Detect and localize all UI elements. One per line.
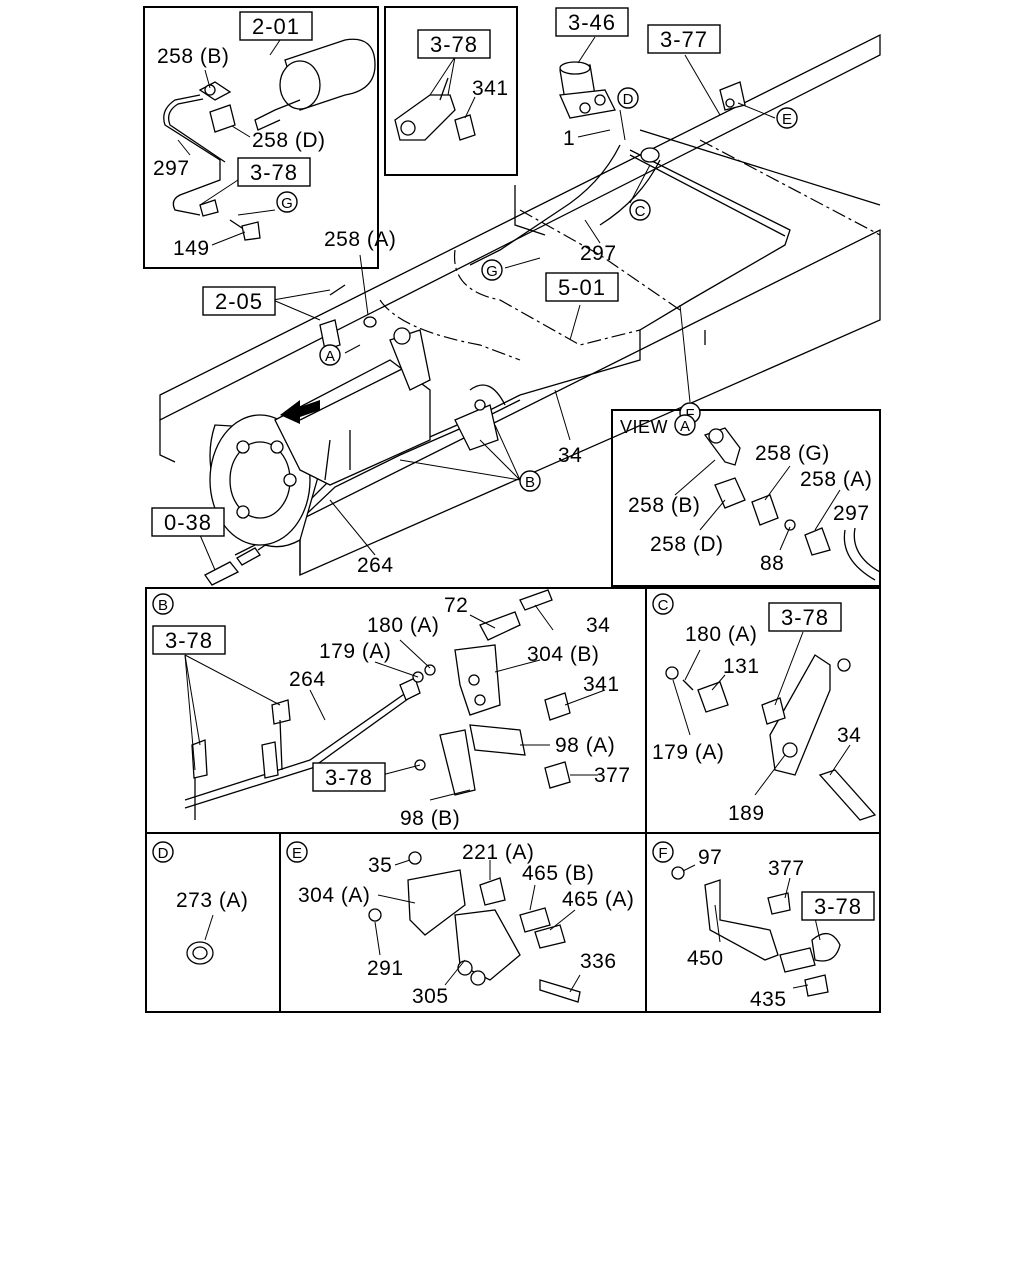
label-98b: 98 (B) [400, 807, 460, 830]
label-297: 297 [153, 157, 190, 180]
label-258b-view: 258 (B) [628, 494, 700, 517]
label-264: 264 [357, 554, 394, 577]
panels-frame [145, 587, 881, 1013]
ref-3-46[interactable]: 3-46 [568, 10, 616, 35]
marker-g: G [486, 263, 498, 280]
label-221a: 221 (A) [462, 841, 534, 864]
ref-3-77[interactable]: 3-77 [660, 27, 708, 52]
ref-3-78-c[interactable]: 3-78 [781, 605, 829, 630]
view-a-title: VIEW [620, 417, 668, 437]
label-179a: 179 (A) [319, 640, 391, 663]
label-34-b: 34 [586, 614, 610, 637]
label-258d: 258 (D) [252, 129, 326, 152]
label-72: 72 [444, 594, 468, 617]
label-258g: 258 (G) [755, 442, 830, 465]
view-a-frame [611, 409, 881, 587]
label-450: 450 [687, 947, 724, 970]
ref-5-01[interactable]: 5-01 [558, 275, 606, 300]
label-435: 435 [750, 988, 787, 1011]
ref-3-78-b1[interactable]: 3-78 [165, 628, 213, 653]
label-297-view: 297 [833, 502, 870, 525]
inset-3-78-frame [384, 6, 518, 176]
label-189: 189 [728, 802, 765, 825]
label-179a-c: 179 (A) [652, 741, 724, 764]
marker-view-a: A [680, 418, 690, 435]
inset-2-01-drawing [163, 38, 376, 241]
label-35: 35 [368, 854, 392, 877]
panel-b-drawing [184, 589, 571, 820]
panel-d-drawing [186, 941, 214, 965]
label-34-c: 34 [837, 724, 861, 747]
label-149: 149 [173, 237, 210, 260]
label-97: 97 [698, 846, 722, 869]
view-a-drawing [703, 427, 881, 581]
circle-markers: D E C G G A F B A B C D E F [152, 87, 798, 863]
marker-f: F [685, 406, 694, 423]
leader-lines [177, 36, 851, 993]
ref-0-38[interactable]: 0-38 [164, 510, 212, 535]
label-258a-view: 258 (A) [800, 468, 872, 491]
label-264-b: 264 [289, 668, 326, 691]
main-assembly [159, 33, 881, 586]
panel-e-drawing [368, 851, 581, 1003]
label-465a: 465 (A) [562, 888, 634, 911]
panel-marker-d: D [158, 845, 169, 862]
label-305: 305 [412, 985, 449, 1008]
label-98a: 98 (A) [555, 734, 615, 757]
marker-c: C [635, 203, 646, 220]
label-258d-view: 258 (D) [650, 533, 724, 556]
inset-2-01-frame [143, 6, 379, 269]
label-304a: 304 (A) [298, 884, 370, 907]
label-1: 1 [563, 127, 575, 150]
ref-boxes: 2-01 3-78 3-78 3-46 3-77 2-05 5-01 0-38 … [151, 7, 875, 921]
panel-c-drawing [665, 654, 877, 821]
ref-3-78-top[interactable]: 3-78 [250, 160, 298, 185]
panel-marker-c: C [658, 597, 669, 614]
label-297-mid: 297 [580, 242, 617, 265]
label-258b: 258 (B) [157, 45, 229, 68]
label-273a: 273 (A) [176, 889, 248, 912]
label-341: 341 [472, 77, 509, 100]
part-labels: 258 (B) 258 (D) 297 149 341 1 258 (A) 29… [153, 45, 872, 1011]
panel-marker-b: B [158, 597, 168, 614]
marker-g-inset: G [281, 195, 293, 212]
ref-3-78-inset[interactable]: 3-78 [430, 32, 478, 57]
panel-marker-e: E [292, 845, 302, 862]
label-88: 88 [760, 552, 784, 575]
label-180a-c: 180 (A) [685, 623, 757, 646]
marker-a: A [325, 348, 335, 365]
panel-f-drawing [671, 866, 841, 997]
marker-b: B [525, 474, 535, 491]
label-341-b: 341 [583, 673, 620, 696]
ref-2-05[interactable]: 2-05 [215, 289, 263, 314]
label-377: 377 [594, 764, 631, 787]
label-258a: 258 (A) [324, 228, 396, 251]
label-465b: 465 (B) [522, 862, 594, 885]
label-304b: 304 (B) [527, 643, 599, 666]
ref-3-78-b2[interactable]: 3-78 [325, 765, 373, 790]
label-377-f: 377 [768, 857, 805, 880]
label-34: 34 [558, 444, 582, 467]
label-336: 336 [580, 950, 617, 973]
panel-marker-f: F [658, 845, 667, 862]
ref-2-01[interactable]: 2-01 [252, 14, 300, 39]
ref-3-78-f[interactable]: 3-78 [814, 894, 862, 919]
label-131: 131 [723, 655, 760, 678]
label-291: 291 [367, 957, 404, 980]
marker-d: D [623, 91, 634, 108]
label-180a: 180 (A) [367, 614, 439, 637]
marker-e: E [782, 111, 792, 128]
